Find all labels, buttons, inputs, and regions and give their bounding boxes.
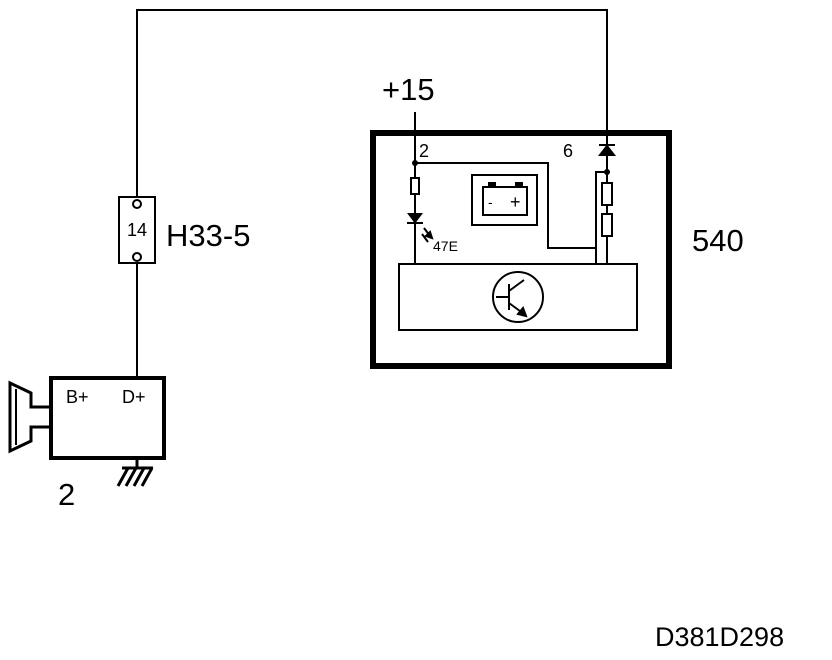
fuse-contact-bottom: [132, 252, 142, 262]
fuse-contact-top: [132, 199, 142, 209]
resistor-icon: [410, 177, 420, 195]
alternator: B+ D+: [8, 376, 166, 487]
pulley-icon: [8, 380, 49, 454]
battery-minus: -: [488, 194, 493, 210]
fuse-h33-5: 14: [118, 196, 156, 264]
junction-node-left: [412, 160, 418, 166]
ground-icon: [116, 458, 154, 487]
diagram-id: D381D298: [655, 622, 784, 652]
pin-left: 2: [419, 141, 429, 161]
led-code: 47E: [433, 238, 458, 254]
alternator-terminal-d: D+: [122, 387, 146, 407]
supply-label: +15: [382, 72, 435, 107]
battery-icon: - +: [471, 174, 538, 226]
alternator-number: 2: [58, 477, 75, 512]
control-unit-540: 47E 2 - + 6: [370, 130, 672, 369]
diode-icon: [597, 144, 617, 156]
alternator-body: [49, 376, 166, 460]
transistor-icon: [492, 271, 544, 323]
left-branch: [414, 150, 596, 264]
transistor-block: [398, 263, 638, 331]
pin-right: 6: [563, 141, 573, 161]
fuse-name: H33-5: [166, 218, 250, 253]
wire-fuse-to-unit: [136, 9, 608, 198]
control-unit-number: 540: [692, 223, 744, 258]
battery-plus: +: [510, 192, 521, 212]
junction-node-right: [604, 169, 610, 175]
resistor-right-lower: [601, 213, 613, 237]
unit-housing: [370, 130, 672, 369]
alternator-terminal-b: B+: [66, 387, 89, 407]
fuse-number: 14: [127, 220, 147, 240]
led-icon: [407, 213, 434, 243]
resistor-right-upper: [601, 182, 613, 206]
